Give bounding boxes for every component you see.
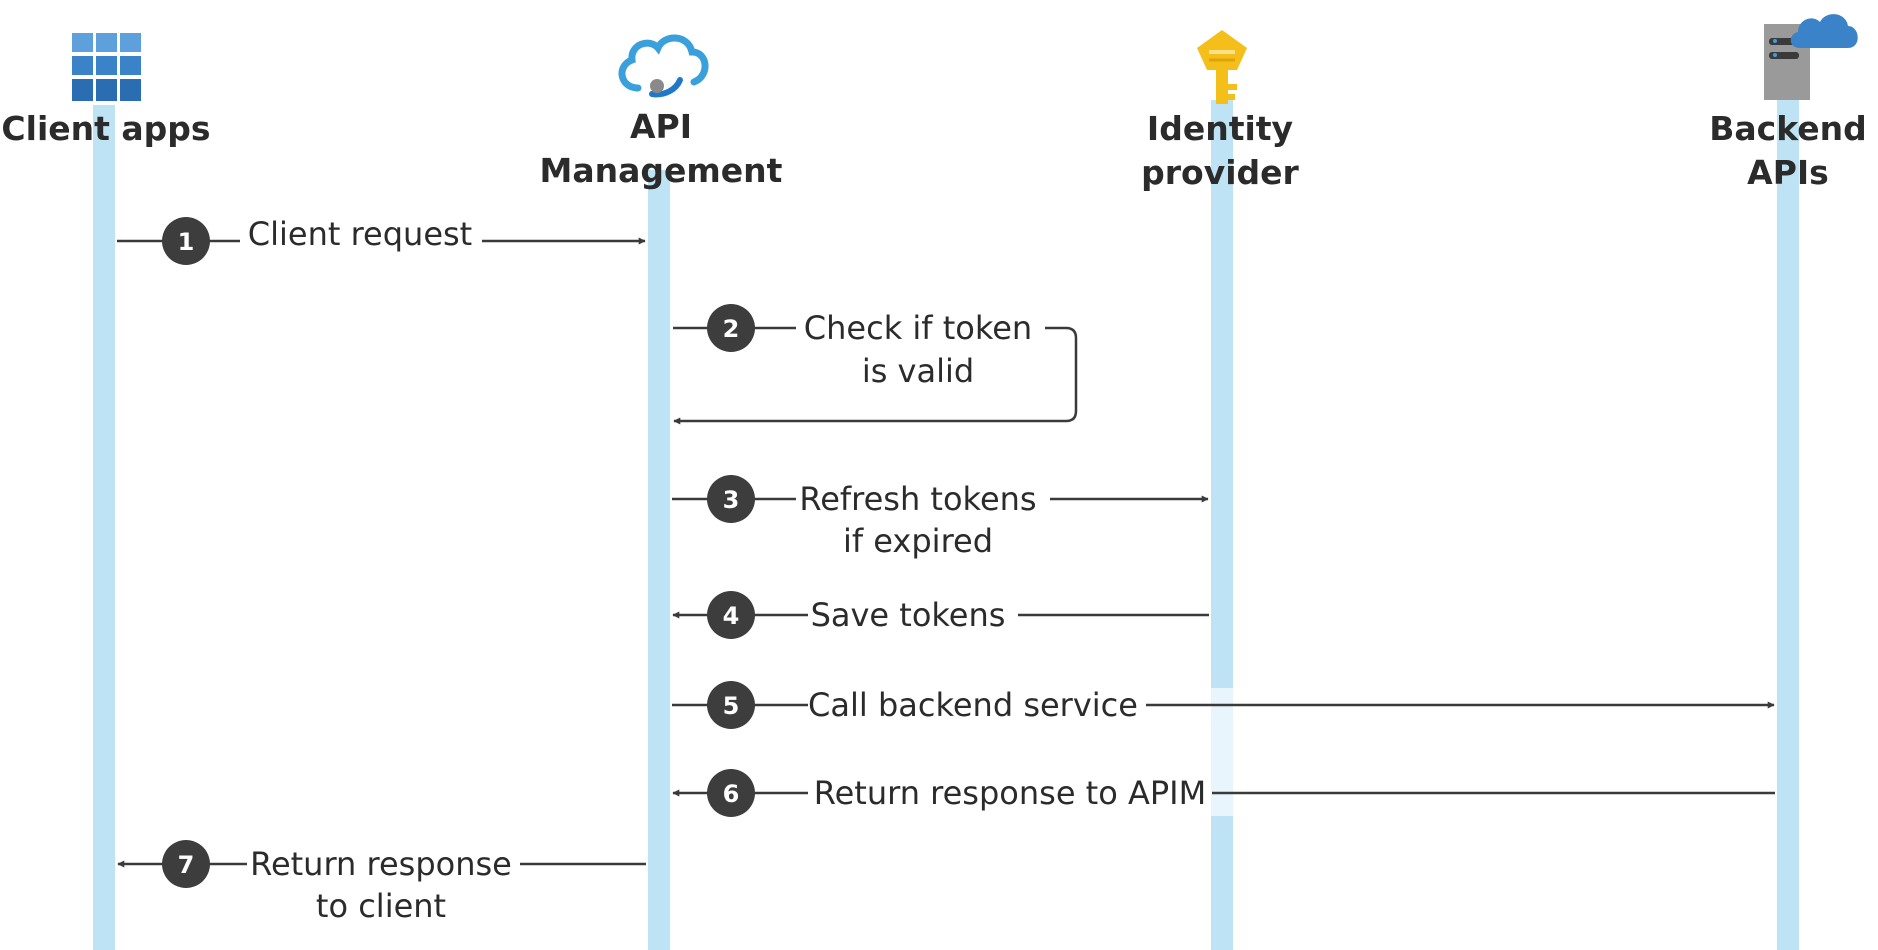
step-3: 3 Refresh tokens if expired <box>672 475 1209 560</box>
step-4: 4 Save tokens <box>672 591 1209 639</box>
step-7: 7 Return response to client <box>117 840 646 925</box>
step-1: 1 Client request <box>117 215 646 265</box>
step-label: Save tokens <box>811 596 1006 634</box>
lifeline-client <box>93 105 115 950</box>
step-number: 2 <box>723 315 740 343</box>
step-2: 2 Check if token is valid <box>673 304 1078 425</box>
step-number: 4 <box>723 602 740 630</box>
step-number: 6 <box>723 780 740 808</box>
step-label: Call backend service <box>808 686 1138 724</box>
step-number-badge <box>707 591 755 639</box>
step-label: Refresh tokens <box>799 480 1036 518</box>
participant-title-apim: Management <box>540 151 783 190</box>
step-number-badge <box>162 217 210 265</box>
participant-title-client: Client apps <box>1 109 210 148</box>
lifelines <box>93 100 1799 950</box>
server-cloud-icon <box>1764 14 1858 100</box>
key-icon <box>1197 30 1247 104</box>
participant-title-backend: APIs <box>1747 153 1829 192</box>
step-label: is valid <box>862 352 974 390</box>
lifeline-idp-gap <box>1211 688 1233 816</box>
participant-title-idp: provider <box>1141 153 1299 192</box>
participant-title-idp: Identity <box>1147 109 1293 148</box>
cloud-api-icon <box>618 34 709 98</box>
step-label: if expired <box>843 522 993 560</box>
participant-title-apim: API <box>630 107 692 146</box>
step-number-badge <box>707 475 755 523</box>
step-5: 5 Call backend service <box>672 681 1775 729</box>
step-label: Client request <box>248 215 472 253</box>
step-label: Return response <box>250 845 512 883</box>
step-6: 6 Return response to APIM <box>672 769 1775 817</box>
step-label: Check if token <box>804 309 1032 347</box>
lifeline-idp <box>1211 100 1233 950</box>
participant-titles: Client apps API Management Identity provider… <box>1 107 1866 192</box>
lifeline-backend <box>1777 100 1799 950</box>
step-number: 3 <box>723 486 740 514</box>
app-grid-icon <box>72 33 141 101</box>
step-number-badge <box>707 681 755 729</box>
step-number-badge <box>162 840 210 888</box>
step-label: Return response to APIM <box>814 774 1206 812</box>
step-number: 7 <box>178 851 195 879</box>
step-number: 1 <box>178 228 195 256</box>
step-arrow-return <box>673 326 1078 425</box>
step-number-badge <box>707 304 755 352</box>
participant-title-backend: Backend <box>1709 109 1867 148</box>
step-number: 5 <box>723 692 740 720</box>
lifeline-apim <box>648 170 670 950</box>
step-number-badge <box>707 769 755 817</box>
step-label: to client <box>316 887 446 925</box>
